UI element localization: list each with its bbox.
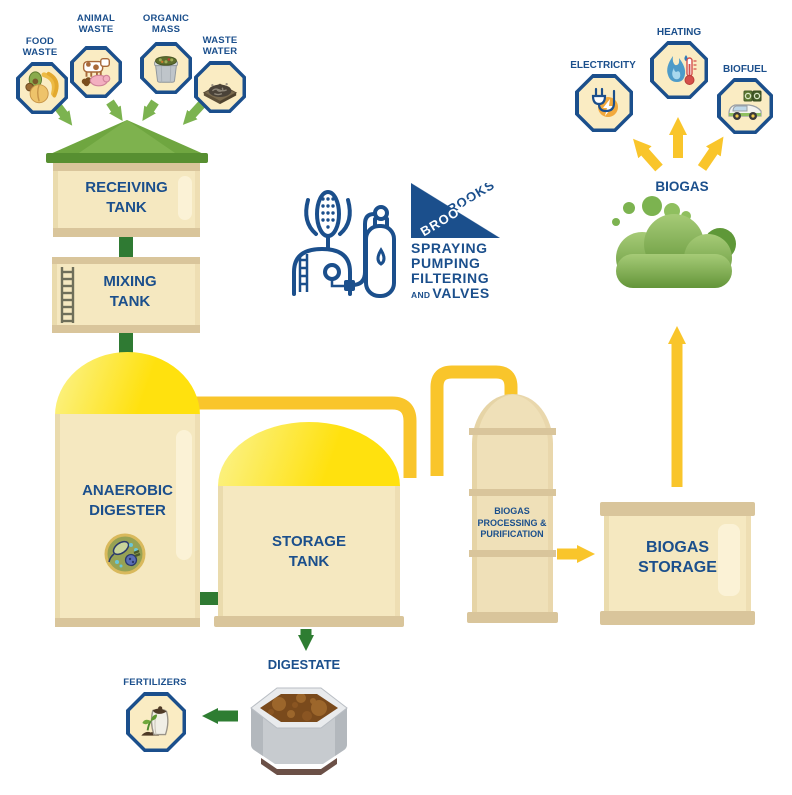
- pipe-digester-to-storage-tank: [196, 592, 222, 605]
- processing-column-label: BIOGAS PROCESSING & PURIFICATION: [477, 506, 547, 540]
- biogas-storage-tank: [604, 516, 751, 611]
- arrow-biogas-to-biofuel: [697, 136, 724, 171]
- fertilizers-icon-art: [141, 706, 169, 736]
- biogas-cloud: [612, 196, 736, 288]
- biogas-label: BIOGAS: [655, 179, 709, 194]
- pipe-mixing-to-digester: [119, 330, 133, 354]
- processing-column-band-1: [469, 428, 556, 435]
- pipe-digester-to-storage-dome: [196, 396, 417, 478]
- corn-pump-cylinder-lineart: [292, 190, 396, 298]
- fertilizers-label: FERTILIZERS: [123, 677, 187, 688]
- digester-label: ANAEROBIC DIGESTER: [82, 482, 173, 519]
- food-waste-icon-art: [25, 71, 59, 104]
- fertilizers-icon: [126, 692, 186, 752]
- processing-column-band-3: [469, 550, 556, 557]
- mixing-tank-ladder: [60, 267, 75, 323]
- receiving-tank-bottom-rim: [53, 228, 200, 237]
- digester-highlight: [176, 430, 192, 560]
- mixing-tank: [52, 257, 200, 333]
- animal-waste-icon-art: [81, 57, 111, 87]
- heating-icon: [650, 41, 708, 99]
- arrow-biogas-to-electricity: [633, 138, 663, 172]
- tagline-and: AND: [411, 290, 431, 300]
- mixing-tank-bottom-rim: [52, 325, 200, 333]
- receiving-tank-roof: [46, 120, 208, 163]
- biofuel-icon-art: [728, 90, 762, 120]
- biogas-storage-label: BIOGAS STORAGE: [638, 539, 717, 576]
- biofuel-label: BIOFUEL: [723, 64, 767, 75]
- processing-column-band-2: [469, 489, 556, 496]
- electricity-icon-art: [591, 87, 618, 117]
- tagline-valves-word: VALVES: [432, 285, 490, 301]
- pipe-storage-dome-to-processing: [430, 365, 518, 476]
- arrow-waste-water-to-receiving: [182, 100, 206, 125]
- processing-column-base: [467, 612, 558, 623]
- receiving-tank: [53, 163, 200, 237]
- storage-tank-base: [214, 616, 404, 627]
- receiving-tank-highlight: [178, 176, 192, 220]
- digestate-tub: [250, 687, 348, 775]
- arrow-animal-waste-to-receiving: [106, 99, 123, 121]
- microbes-icon: [104, 533, 146, 575]
- storage-tank-label: STORAGE TANK: [272, 533, 346, 570]
- mixing-tank-label: MIXING TANK: [103, 273, 157, 310]
- receiving-tank-top-rim: [53, 163, 200, 171]
- animal-waste-label: ANIMAL WASTE: [76, 13, 116, 36]
- food-waste-label: FOOD WASTE: [22, 36, 58, 59]
- tagline-spraying: SPRAYING: [411, 240, 488, 256]
- electricity-label: ELECTRICITY: [570, 60, 636, 71]
- receiving-tank-label: RECEIVING TANK: [85, 179, 168, 216]
- brooks-logo: BROOKS BROOKS: [411, 183, 500, 238]
- tagline-valves: AND VALVES: [411, 286, 503, 303]
- waste-water-icon-art: [202, 83, 238, 105]
- waste-water-icon: [194, 61, 246, 113]
- biofuel-icon: [717, 78, 773, 134]
- heating-icon-art: [667, 55, 697, 85]
- anaerobic-digester: [55, 414, 200, 627]
- digestate-label: DIGESTATE: [267, 657, 341, 672]
- electricity-icon: [575, 74, 633, 132]
- storage-tank: [218, 486, 400, 616]
- organic-mass-icon-art: [154, 56, 178, 83]
- brooks-tagline: SPRAYING PUMPING FILTERING AND VALVES: [411, 241, 503, 303]
- pipe-receiving-to-mixing: [119, 237, 133, 259]
- organic-mass-icon: [140, 42, 192, 94]
- mixing-tank-top-rim: [52, 257, 200, 264]
- animal-waste-icon: [70, 46, 122, 98]
- arrow-organic-mass-to-receiving: [142, 99, 159, 121]
- biogas-storage-top-rim: [600, 502, 755, 516]
- biogas-storage-bottom-rim: [600, 611, 755, 625]
- organic-mass-label: ORGANIC MASS: [142, 13, 190, 36]
- digester-bottom-rim: [55, 618, 200, 627]
- heating-label: HEATING: [656, 27, 702, 38]
- waste-water-label: WASTE WATER: [202, 35, 238, 58]
- food-waste-icon: [16, 62, 68, 114]
- tagline-pumping: PUMPING: [411, 255, 481, 271]
- tagline-filtering: FILTERING: [411, 270, 490, 286]
- biogas-storage-highlight: [718, 524, 740, 596]
